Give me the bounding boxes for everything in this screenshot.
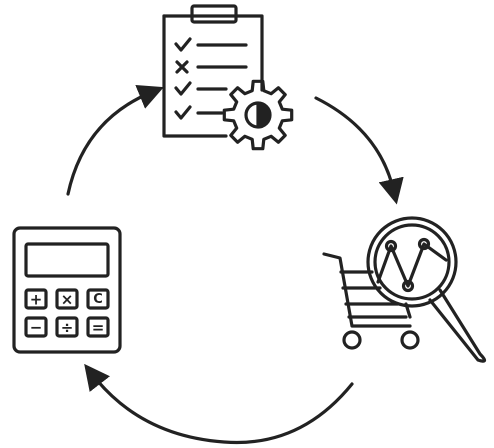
calculator-key-equals: =	[86, 316, 110, 338]
svg-text:+: +	[30, 291, 43, 309]
svg-text:−: −	[30, 319, 43, 337]
calculator-key-multiply: ×	[55, 288, 79, 310]
clipboard-clip	[190, 4, 238, 24]
svg-text:×: ×	[61, 291, 74, 309]
cycle-arrow-icon	[66, 85, 164, 196]
shopping-cart-icon	[322, 252, 420, 350]
cycle-arrow-icon	[84, 363, 354, 445]
magnifier-icon	[366, 216, 487, 363]
calculator-key-plus: +	[24, 288, 48, 310]
calculator-key-divide: ÷	[55, 316, 79, 338]
calculator-key-clear: C	[86, 288, 110, 310]
gear-icon	[222, 79, 294, 151]
shopping-cart-magnifier-chart-icon	[322, 216, 487, 363]
trend-line-chart	[376, 237, 448, 293]
calculator-key-minus: −	[24, 316, 48, 338]
cycle-arrow-icon	[314, 96, 404, 205]
calculator-icon: + × C − ÷ =	[12, 226, 122, 354]
svg-text:÷: ÷	[61, 319, 74, 337]
svg-text:C: C	[93, 292, 103, 307]
svg-text:=: =	[92, 319, 105, 337]
checklist-lines	[174, 37, 248, 120]
calculator-keypad: + × C − ÷ =	[24, 288, 110, 338]
calculator-display	[24, 242, 110, 278]
clipboard-checklist-gear-icon	[162, 4, 294, 151]
